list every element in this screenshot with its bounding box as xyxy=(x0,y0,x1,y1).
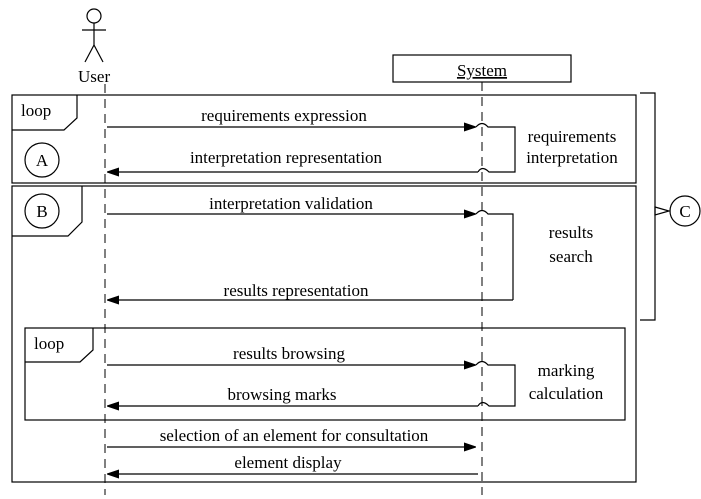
bracket-c-line xyxy=(640,92,656,321)
user-actor-head xyxy=(86,8,102,24)
marker-a-circle xyxy=(24,142,60,178)
marker-c-label: C xyxy=(679,202,690,221)
user-actor-leg-right xyxy=(93,44,104,63)
message-label: results browsing xyxy=(233,344,345,363)
inner-loop-fragment: loop xyxy=(24,327,626,421)
message-label: browsing marks xyxy=(227,385,336,404)
user-actor-label: User xyxy=(78,67,110,86)
inner-loop-tab xyxy=(25,328,94,363)
marker-b-label: B xyxy=(36,202,47,221)
loop-fragment-a-tab xyxy=(12,95,78,131)
message-element-display: element display xyxy=(108,453,478,474)
message-interpretation-representation: interpretation representation xyxy=(108,148,478,172)
message-browsing-marks: browsing marks xyxy=(108,385,478,406)
message-requirements-expression: requirements expression xyxy=(107,106,475,127)
self-activity-results-search: results search xyxy=(475,209,593,300)
self-activity-path xyxy=(475,122,516,173)
activity-label-line2: interpretation xyxy=(526,148,618,167)
block-b-tab xyxy=(12,186,83,237)
inner-loop-keyword: loop xyxy=(34,334,64,353)
activity-label-line1: results xyxy=(549,223,593,242)
self-activity-requirements-interpretation: requirements interpretation xyxy=(475,122,618,173)
user-actor: User xyxy=(78,8,110,86)
activity-label-line2: search xyxy=(549,247,593,266)
block-b-frame xyxy=(11,185,637,483)
block-b: B xyxy=(11,185,637,483)
loop-fragment-a: loop A xyxy=(11,94,637,184)
bracket-c: C xyxy=(640,92,701,321)
loop-fragment-a-keyword: loop xyxy=(21,101,51,120)
marker-a-label: A xyxy=(36,151,49,170)
activity-label-line1: marking xyxy=(538,361,595,380)
self-activity-path xyxy=(475,209,514,300)
system-lifeline-header: System xyxy=(392,54,572,83)
message-results-representation: results representation xyxy=(108,281,513,300)
marker-b-circle xyxy=(24,193,60,229)
message-label: requirements expression xyxy=(201,106,367,125)
loop-fragment-a-frame xyxy=(11,94,637,184)
marker-c-circle xyxy=(669,195,701,227)
inner-loop-frame xyxy=(24,327,626,421)
self-activity-path xyxy=(475,360,516,407)
message-label: selection of an element for consultation xyxy=(160,426,429,445)
message-interpretation-validation: interpretation validation xyxy=(107,194,475,214)
message-label: interpretation representation xyxy=(190,148,383,167)
message-results-browsing: results browsing xyxy=(107,344,475,365)
bracket-c-pointer xyxy=(654,206,672,216)
message-label: interpretation validation xyxy=(209,194,373,213)
message-label: results representation xyxy=(224,281,369,300)
self-activity-marking-calculation: marking calculation xyxy=(475,360,604,407)
system-header-box xyxy=(392,54,572,83)
message-label: element display xyxy=(234,453,342,472)
activity-label-line1: requirements xyxy=(528,127,617,146)
system-header-label: System xyxy=(457,61,507,80)
user-actor-leg-left xyxy=(84,44,95,63)
activity-label-line2: calculation xyxy=(529,384,604,403)
message-selection-for-consultation: selection of an element for consultation xyxy=(107,426,475,447)
